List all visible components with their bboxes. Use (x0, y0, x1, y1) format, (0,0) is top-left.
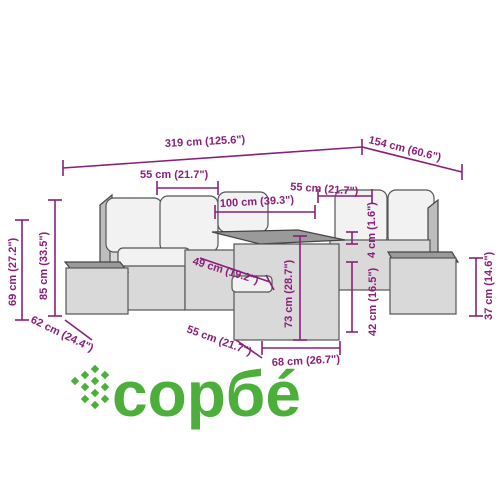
left-seat-cushion (117, 247, 191, 267)
height-left-label: 69 cm (27.2") (7, 237, 19, 306)
table-length-label: 100 cm (39.3") (220, 194, 295, 210)
brand-lattice-icon (70, 364, 110, 410)
depth-right-label: 154 cm (60.6") (367, 134, 442, 164)
seat-width-right-label: 55 cm (21.7") (290, 181, 359, 198)
table-height-label: 73 cm (28.7") (283, 259, 295, 328)
middle-back-cushion (159, 195, 219, 253)
table-top (211, 229, 346, 245)
left-stool (65, 267, 129, 315)
dimension-lines (15, 139, 483, 359)
table-top-label: 4 cm (1.6") (366, 202, 378, 258)
sofa-set-illustration (63, 189, 460, 341)
right-stool (389, 257, 457, 315)
back-height-left-label: 85 cm (33.5") (38, 231, 50, 300)
left-back-cushion (105, 197, 163, 253)
right-back-cushion-2 (387, 189, 435, 246)
brand-logo: copбé (70, 358, 301, 430)
stool-height-label: 37 cm (14.6") (483, 251, 495, 320)
table-width-label: 68 cm (26.7") (272, 353, 341, 369)
seat-width-left-label: 55 cm (21.7") (140, 169, 209, 181)
seat-height-right-label: 42 cm (16.5") (367, 267, 379, 336)
brand-name: copбé (112, 358, 301, 430)
right-back-cushion-1 (334, 189, 388, 246)
total-length-label: 319 cm (125.6") (165, 134, 246, 150)
middle-seat-base (184, 249, 236, 311)
